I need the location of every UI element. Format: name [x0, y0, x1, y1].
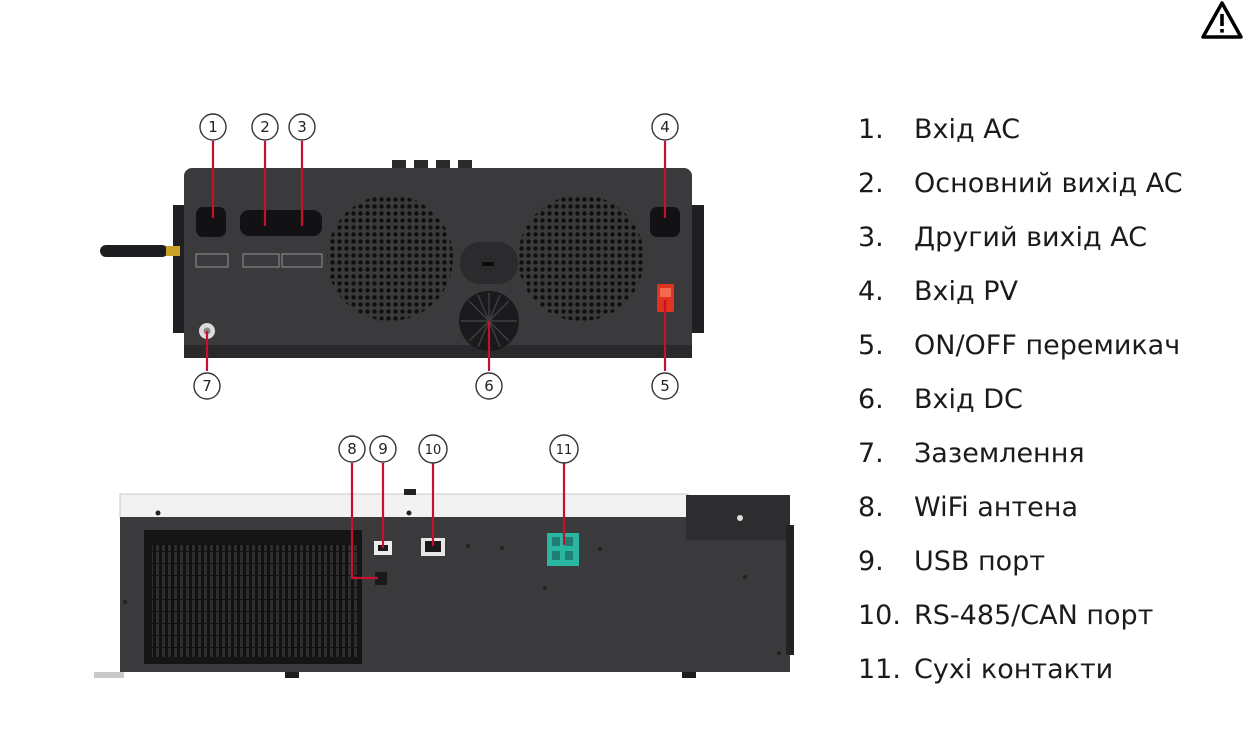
legend-item: 2. Основний вихід AC: [858, 162, 1248, 216]
svg-text:3: 3: [297, 118, 307, 136]
callout-1: 1: [199, 113, 227, 141]
pv-input-socket: [650, 207, 680, 237]
legend-number: 9.: [858, 546, 884, 577]
legend-label: Вхід PV: [914, 276, 1019, 307]
svg-text:8: 8: [347, 440, 357, 458]
legend-label: Сухі контакти: [914, 654, 1114, 685]
callout-2: 2: [251, 113, 279, 141]
callout-3: 3: [288, 113, 316, 141]
legend-label: Заземлення: [914, 438, 1085, 469]
svg-text:5: 5: [660, 377, 670, 395]
inverter-diagram: 1 2 3 4 5 6 7 8: [94, 113, 794, 678]
legend-item: 8. WiFi антена: [858, 486, 1248, 540]
components-legend: 1. Вхід AC 2. Основний вихід AC 3. Другий в…: [858, 108, 1248, 702]
callout-5: 5: [651, 372, 679, 400]
legend-number: 7.: [858, 438, 884, 469]
callout-circles: 1 2 3 4 5 6 7 8: [193, 113, 679, 464]
callout-10: 10: [418, 434, 448, 464]
legend-label: Вхід DC: [914, 384, 1023, 415]
legend-number: 8.: [858, 492, 884, 523]
legend-label: RS-485/CAN порт: [914, 600, 1154, 631]
warning-icon: [1201, 1, 1243, 39]
leader-lines-bottom: [350, 463, 566, 580]
callout-8: 8: [338, 435, 366, 463]
svg-text:11: 11: [556, 443, 573, 458]
svg-text:2: 2: [260, 118, 270, 136]
svg-text:6: 6: [484, 377, 494, 395]
legend-item: 9. USB порт: [858, 540, 1248, 594]
cooling-fan-left: [327, 195, 453, 321]
legend-number: 10.: [858, 600, 901, 631]
legend-label: WiFi антена: [914, 492, 1078, 523]
legend-item: 10. RS-485/CAN порт: [858, 594, 1248, 648]
legend-number: 11.: [858, 654, 901, 685]
legend-label: Основний вихід AC: [914, 168, 1183, 199]
cooling-fan-right: [518, 195, 644, 321]
callout-6: 6: [475, 372, 503, 400]
callout-4: 4: [651, 113, 679, 141]
legend-label: Вхід AC: [914, 114, 1021, 145]
legend-number: 1.: [858, 114, 884, 145]
callout-7: 7: [193, 372, 221, 400]
wifi-antenna: [100, 245, 180, 257]
legend-number: 3.: [858, 222, 884, 253]
legend-item: 3. Другий вихід AC: [858, 216, 1248, 270]
legend-number: 5.: [858, 330, 884, 361]
legend-item: 1. Вхід AC: [858, 108, 1248, 162]
svg-text:1: 1: [208, 118, 218, 136]
wifi-connector: [375, 572, 387, 585]
legend-item: 4. Вхід PV: [858, 270, 1248, 324]
inverter-back-view: [100, 160, 704, 358]
callout-11: 11: [549, 434, 579, 464]
legend-item: 6. Вхід DC: [858, 378, 1248, 432]
ac-input-socket: [196, 207, 226, 237]
legend-item: 7. Заземлення: [858, 432, 1248, 486]
svg-text:10: 10: [425, 443, 442, 458]
svg-text:7: 7: [202, 377, 212, 395]
legend-label: USB порт: [914, 546, 1046, 577]
side-vent: [152, 545, 357, 657]
ac-output-sockets: [240, 210, 322, 236]
legend-label: Другий вихід AC: [914, 222, 1148, 253]
svg-text:9: 9: [378, 440, 388, 458]
svg-text:4: 4: [660, 118, 670, 136]
inverter-side-view: [94, 489, 794, 678]
leader-lines-top: [205, 141, 667, 371]
legend-item: 5. ON/OFF перемикач: [858, 324, 1248, 378]
legend-number: 4.: [858, 276, 884, 307]
legend-item: 11. Сухі контакти: [858, 648, 1248, 702]
legend-label: ON/OFF перемикач: [914, 330, 1181, 361]
legend-number: 6.: [858, 384, 884, 415]
legend-number: 2.: [858, 168, 884, 199]
callout-9: 9: [369, 435, 397, 463]
